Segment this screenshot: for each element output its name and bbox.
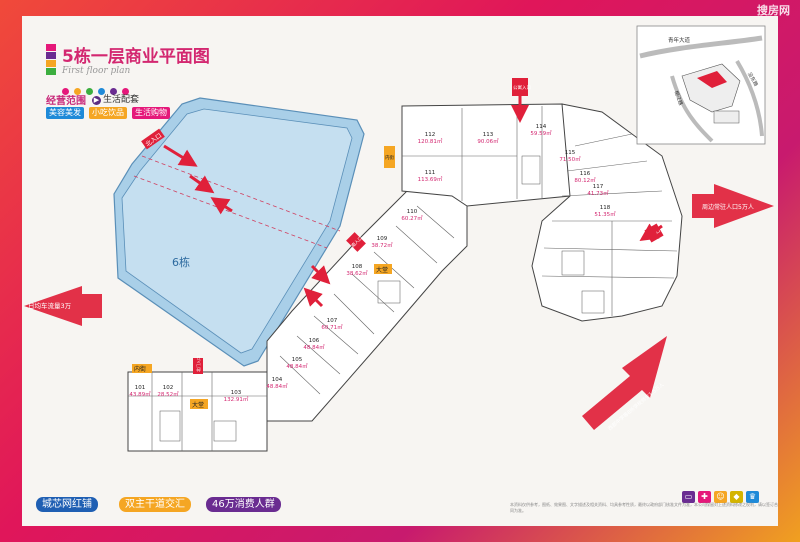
- unit-101-area: 43.89㎡: [129, 390, 151, 398]
- unit-111-area: 113.69㎡: [418, 175, 443, 183]
- arrow-right: 周边常驻人口5万人: [692, 184, 774, 228]
- food-icon: ◆: [730, 491, 743, 503]
- unit-109-area: 38.72㎡: [371, 241, 393, 249]
- unit-111-no: 111: [425, 170, 436, 176]
- map-road-2: 榕江路: [673, 90, 685, 107]
- life-icon: ▶: [92, 96, 101, 105]
- unit-110-no: 110: [407, 209, 418, 215]
- unit-103-no: 103: [231, 390, 242, 396]
- tag-shopping: 生活购物: [132, 107, 170, 119]
- life-label: ▶生活配套: [92, 92, 139, 105]
- unit-102-area: 28.52㎡: [157, 390, 179, 398]
- life-label-text: 生活配套: [103, 95, 140, 105]
- unit-114-area: 59.59㎡: [530, 129, 552, 137]
- unit-117-no: 117: [593, 184, 604, 190]
- person-icon: ☺: [714, 491, 727, 503]
- unit-102-no: 102: [163, 385, 174, 391]
- unit-114-no: 114: [536, 124, 547, 130]
- entrance-top-label: 北门入口: [195, 356, 201, 372]
- unit-115-no: 115: [565, 150, 576, 156]
- facility-icons: ▭✚☺◆♛: [682, 484, 762, 503]
- poster-paper: 5栋一层商业平面图 First floor plan 经营范围 ▶生活配套 美容…: [22, 16, 778, 526]
- arrow-left-label: 日均车流量3万: [28, 301, 72, 310]
- arrow-left: 日均车流量3万: [24, 286, 102, 326]
- unit-109-no: 109: [377, 236, 388, 242]
- card-icon: ▭: [682, 491, 695, 503]
- tag-snack: 小吃饮品: [89, 107, 127, 119]
- unit-118-area: 51.35㎡: [594, 210, 616, 218]
- unit-101-no: 101: [135, 385, 146, 391]
- unit-107-no: 107: [327, 318, 338, 324]
- unit-115-area: 71.50㎡: [559, 155, 581, 163]
- unit-106-no: 106: [309, 338, 320, 344]
- entrance-apartment-label: 公寓入口: [513, 84, 531, 91]
- unit-118-no: 118: [600, 205, 611, 211]
- shop-icon: ♛: [746, 491, 759, 503]
- floor-plan: 6栋: [24, 25, 774, 452]
- building-5: [127, 103, 683, 452]
- unit-117-area: 41.73㎡: [587, 189, 609, 197]
- watermark: 搜房网: [757, 4, 790, 17]
- location-map: 青年大道 榕江路 沿东路: [636, 25, 766, 145]
- unit-104-no: 104: [272, 377, 283, 383]
- disclaimer: 本资料仅供参考，图纸、效果图、文字描述及相关资料、均具参考性质，最终以政府部门核…: [510, 502, 778, 513]
- inner-street-2-label: 内街: [385, 154, 394, 161]
- bottom-tag-2: 双主干道交汇: [119, 497, 191, 512]
- map-road-1: 青年大道: [668, 36, 691, 44]
- unit-116-area: 80.12㎡: [574, 176, 596, 184]
- page-subtitle: First floor plan: [62, 66, 131, 76]
- title-logo: [46, 44, 56, 75]
- unit-103-area: 132.91㎡: [224, 395, 249, 403]
- unit-116-no: 116: [580, 171, 591, 177]
- color-dots: [62, 80, 134, 99]
- unit-104-area: 48.84㎡: [266, 382, 288, 390]
- unit-106-area: 48.84㎡: [303, 343, 325, 351]
- business-scope-label: 经营范围: [46, 96, 86, 107]
- page-title: 5栋一层商业平面图: [62, 47, 210, 67]
- unit-110-area: 60.27㎡: [401, 214, 423, 222]
- arrow-bottom-right: 西部中学等8所学校师生1.5万人: [582, 336, 667, 432]
- unit-107-area: 60.71㎡: [321, 323, 343, 331]
- unit-105-area: 48.84㎡: [286, 362, 308, 370]
- unit-108-no: 108: [352, 264, 363, 270]
- unit-113-area: 90.06㎡: [477, 137, 499, 145]
- tag-beauty: 美容美发: [46, 107, 84, 119]
- arrow-right-label: 周边常驻人口5万人: [702, 203, 754, 211]
- bottom-tag-1: 城芯网红铺: [36, 497, 98, 512]
- unit-105-no: 105: [292, 357, 303, 363]
- lobby-2-label: 大堂: [192, 401, 204, 409]
- building-6-label: 6栋: [172, 255, 190, 269]
- lobby-1-label: 大堂: [376, 266, 388, 274]
- gift-icon: ✚: [698, 491, 711, 503]
- unit-108-area: 38.62㎡: [346, 269, 368, 277]
- inner-street-1-label: 内街: [134, 365, 146, 373]
- unit-112-area: 120.81㎡: [418, 137, 443, 145]
- unit-112-no: 112: [425, 132, 436, 138]
- bottom-tag-3: 46万消费人群: [206, 497, 281, 512]
- building-6: 6栋: [113, 97, 365, 367]
- unit-113-no: 113: [483, 132, 494, 138]
